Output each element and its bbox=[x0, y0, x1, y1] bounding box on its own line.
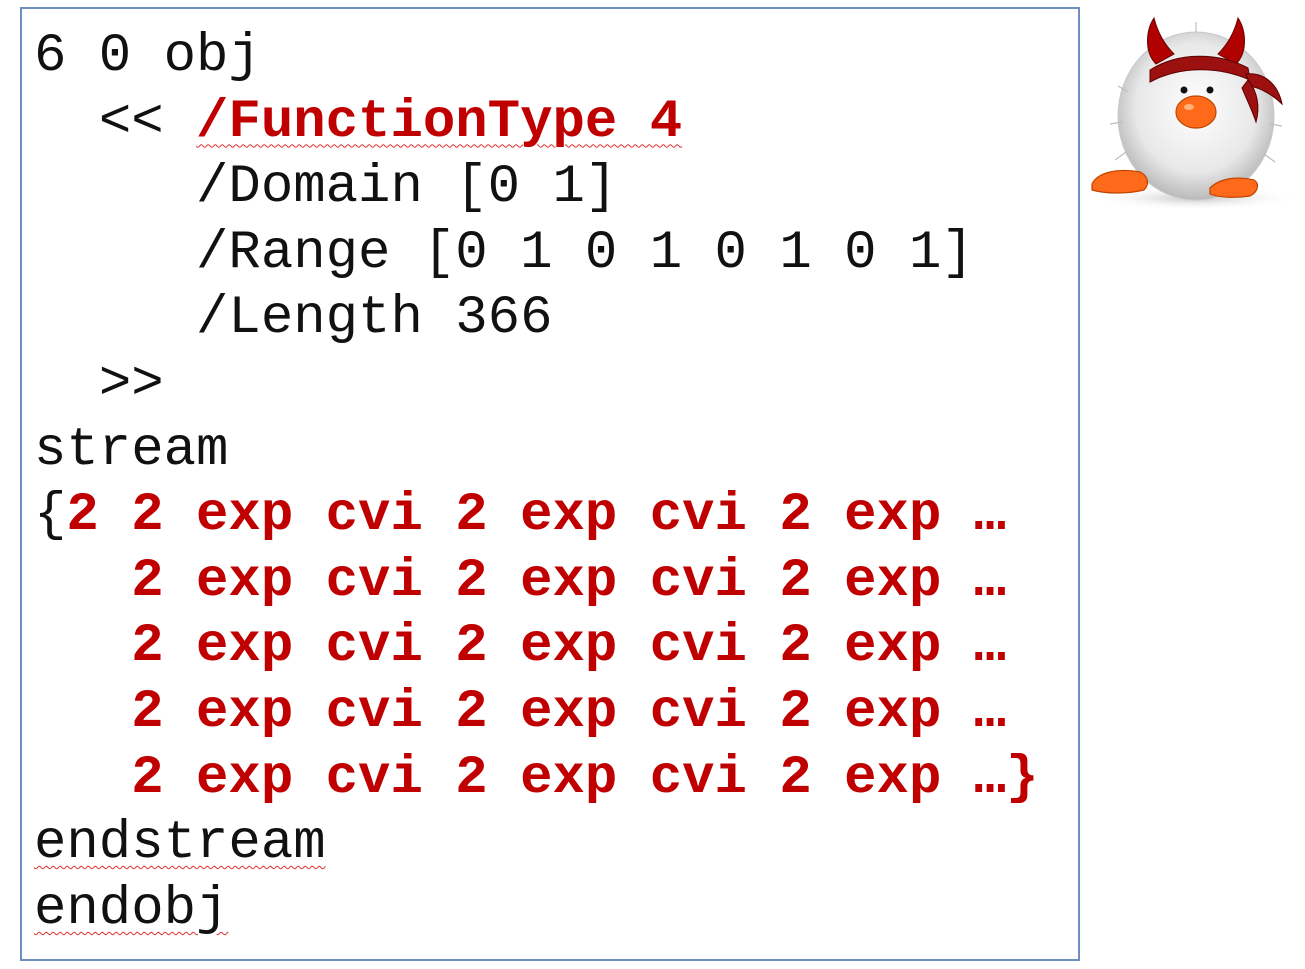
code-line: stream bbox=[34, 418, 228, 484]
code-token: endstream bbox=[34, 813, 326, 875]
code-token: 2 exp cvi 2 exp cvi 2 exp … bbox=[131, 550, 1007, 612]
code-line: 2 exp cvi 2 exp cvi 2 exp … bbox=[34, 680, 1006, 746]
code-line: >> bbox=[34, 352, 164, 418]
code-line: endobj bbox=[34, 877, 228, 943]
code-line: /Range [0 1 0 1 0 1 0 1] bbox=[34, 221, 974, 287]
code-line: 6 0 obj bbox=[34, 24, 261, 90]
code-line: endstream bbox=[34, 811, 326, 877]
code-indent bbox=[34, 223, 196, 284]
code-indent bbox=[34, 92, 99, 153]
code-line: << /FunctionType 4 bbox=[34, 90, 682, 156]
code-token: << bbox=[98, 91, 197, 153]
code-line: {2 2 exp cvi 2 exp cvi 2 exp … bbox=[34, 483, 1006, 549]
code-line: /Domain [0 1] bbox=[34, 155, 617, 221]
code-indent bbox=[34, 682, 131, 743]
code-token: /Length 366 bbox=[196, 288, 553, 350]
code-token: 2 exp cvi 2 exp cvi 2 exp … bbox=[131, 616, 1007, 678]
code-indent bbox=[34, 354, 99, 415]
code-token: stream bbox=[34, 419, 229, 481]
code-line: /Length 366 bbox=[34, 286, 553, 352]
code-token: >> bbox=[98, 354, 164, 415]
code-indent bbox=[34, 551, 131, 612]
code-token: /Domain [0 1] bbox=[196, 157, 618, 219]
code-token: /FunctionType 4 bbox=[196, 91, 683, 153]
code-line: 2 exp cvi 2 exp cvi 2 exp … bbox=[34, 549, 1006, 615]
devil-mascot-icon bbox=[1091, 16, 1300, 210]
code-indent bbox=[34, 616, 131, 677]
code-indent bbox=[34, 748, 131, 809]
code-token: /Range [0 1 0 1 0 1 0 1] bbox=[196, 222, 974, 284]
code-listing: 6 0 obj << /FunctionType 4 /Domain [0 1]… bbox=[20, 7, 1080, 961]
code-line: 2 exp cvi 2 exp cvi 2 exp …} bbox=[34, 746, 1039, 812]
code-indent bbox=[34, 157, 196, 218]
code-token: 2 exp cvi 2 exp cvi 2 exp …} bbox=[131, 747, 1039, 809]
code-token: 2 2 exp cvi 2 exp cvi 2 exp … bbox=[66, 485, 1007, 547]
code-token: 6 0 obj bbox=[34, 26, 261, 87]
code-indent bbox=[34, 288, 196, 349]
code-token: { bbox=[34, 485, 67, 547]
code-token: 2 exp cvi 2 exp cvi 2 exp … bbox=[131, 682, 1007, 743]
code-token: endobj bbox=[34, 878, 229, 940]
code-line: 2 exp cvi 2 exp cvi 2 exp … bbox=[34, 614, 1006, 680]
